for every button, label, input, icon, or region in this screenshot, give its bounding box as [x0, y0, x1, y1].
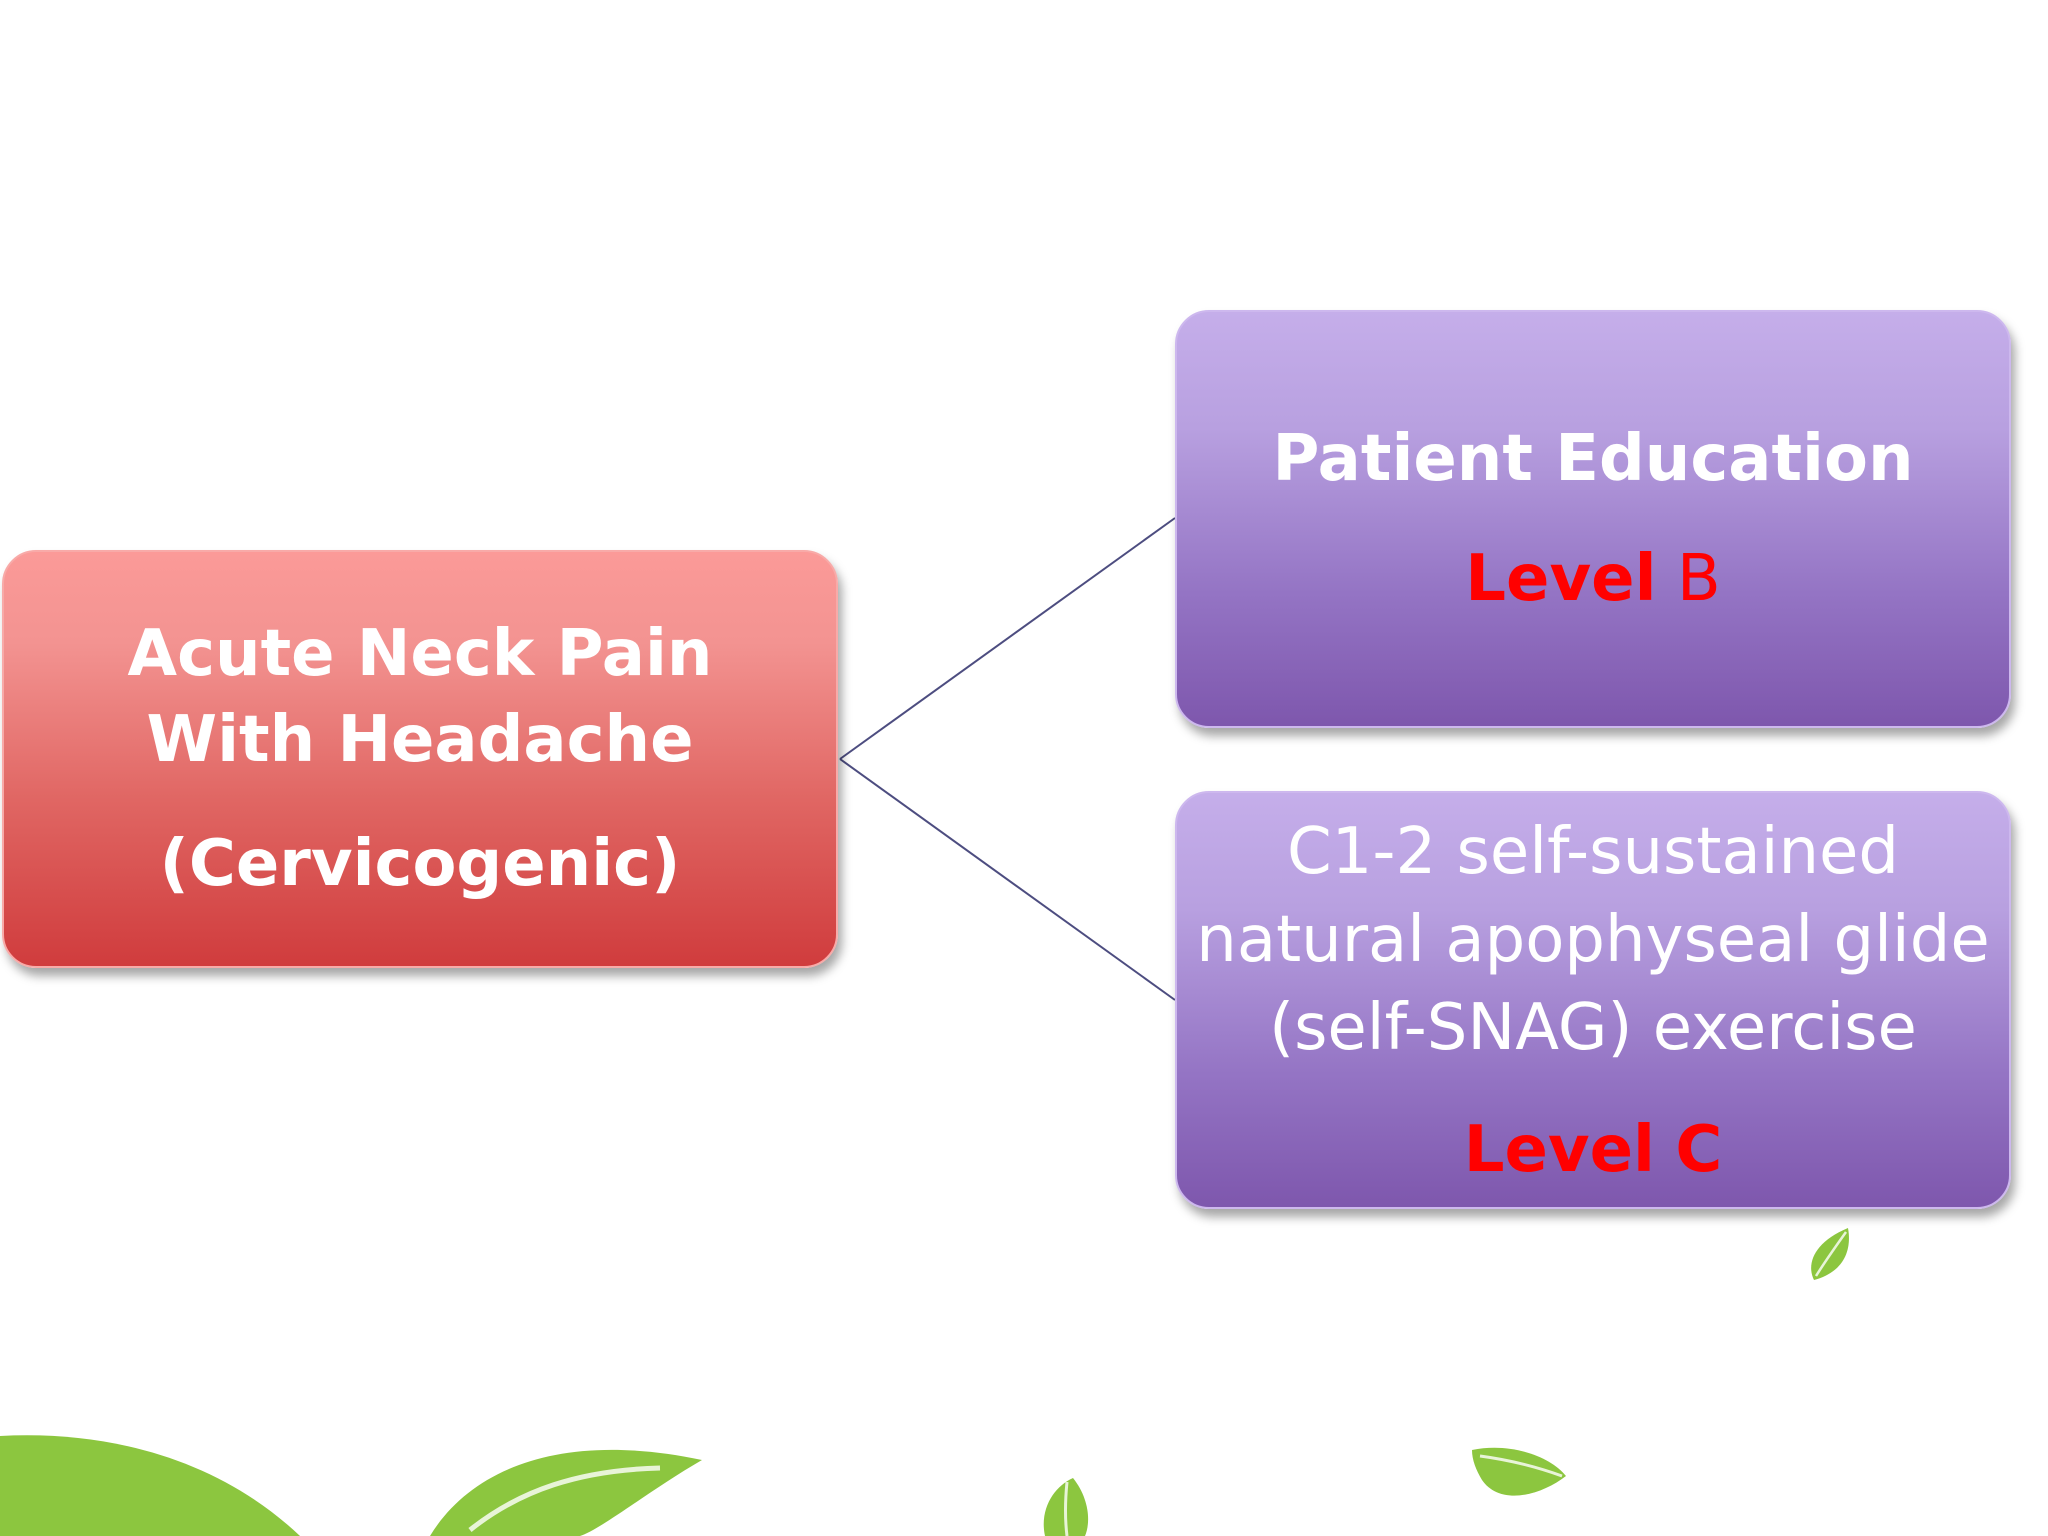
level-label: Level — [1463, 1113, 1655, 1187]
leaf-icon — [1811, 1228, 1849, 1280]
leaf-icon — [1472, 1447, 1566, 1496]
leaf-icon — [1043, 1478, 1089, 1536]
evidence-level: Level B — [1465, 537, 1721, 621]
leaf-icon — [0, 1435, 300, 1536]
level-value: C — [1675, 1113, 1723, 1187]
level-label: Level — [1465, 542, 1657, 616]
connector-to-self-snag — [839, 758, 1176, 1001]
leaf-icon — [430, 1449, 702, 1536]
level-value: B — [1676, 542, 1721, 616]
root-title: Acute Neck Pain With Headache — [127, 617, 713, 777]
branch-self-snag-exercise: C1-2 self-sustained natural apophyseal g… — [1175, 791, 2011, 1209]
branch-patient-education: Patient Education Level B — [1175, 310, 2011, 728]
branch-title: Patient Education — [1272, 422, 1914, 496]
connector-to-patient-education — [839, 517, 1176, 760]
root-subtitle: (Cervicogenic) — [159, 827, 681, 901]
root-node: Acute Neck Pain With Headache (Cervicoge… — [2, 550, 838, 968]
evidence-level: Level C — [1464, 1108, 1723, 1192]
branch-title: C1-2 self-sustained natural apophyseal g… — [1196, 815, 1990, 1065]
